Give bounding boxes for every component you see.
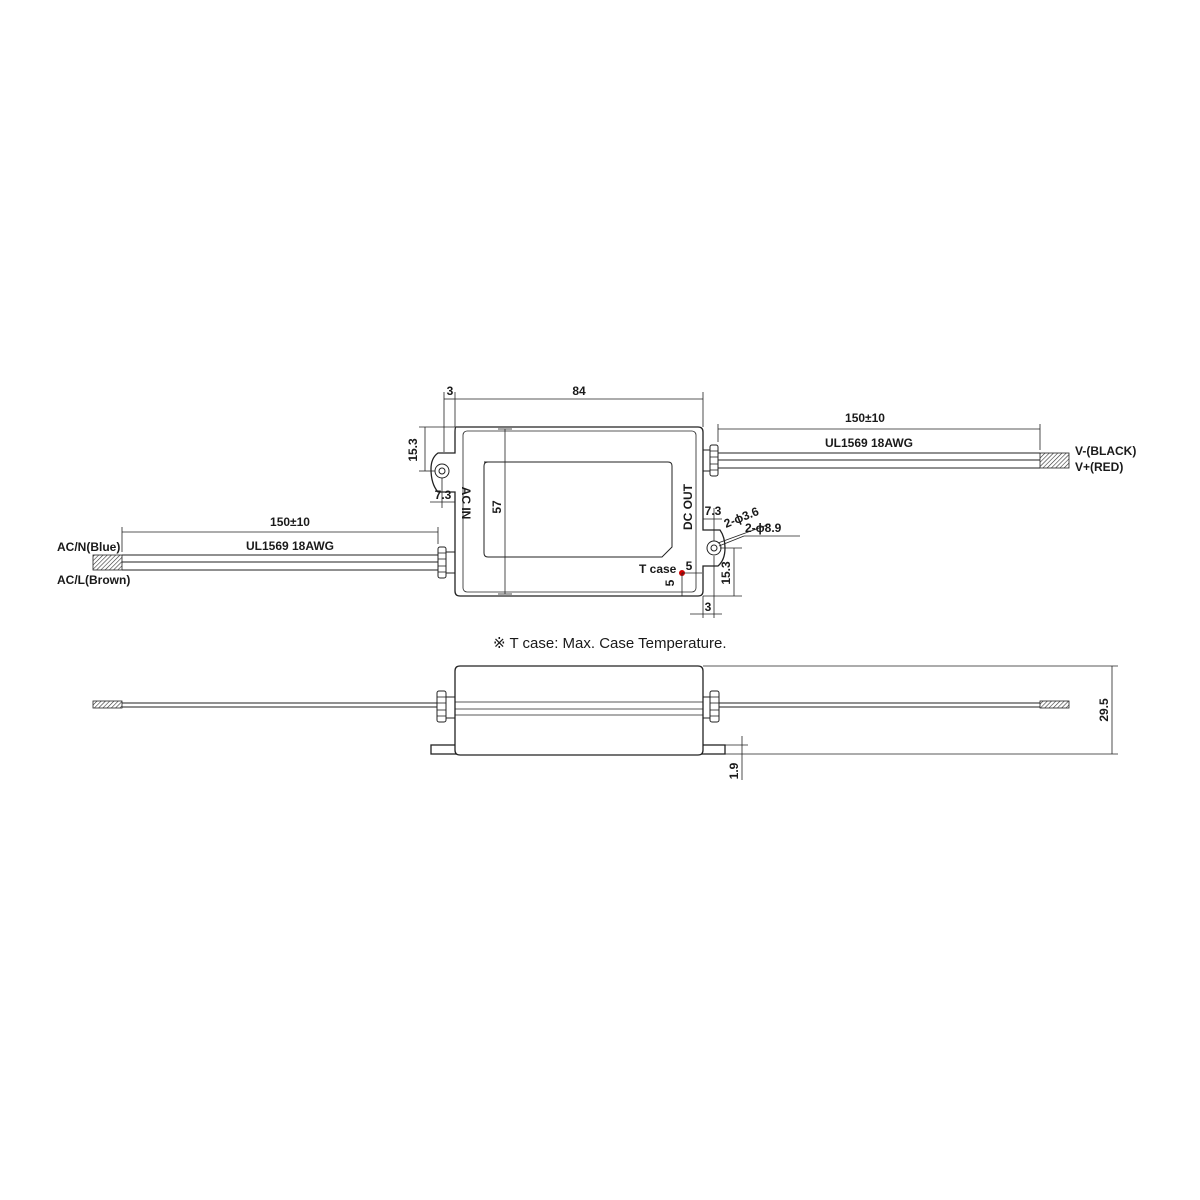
dim-flange-thickness: 1.9 bbox=[727, 762, 741, 779]
housing-rim bbox=[462, 430, 697, 593]
right-cable-spec: UL1569 18AWG bbox=[825, 436, 913, 450]
side-view: 29.5 1.9 bbox=[92, 665, 1118, 780]
dim-hole-v-left: 15.3 bbox=[406, 438, 420, 462]
side-left-strain-relief bbox=[436, 690, 447, 723]
right-cable: 150±10 UL1569 18AWG V-(BLACK) V+(RED) bbox=[702, 411, 1136, 477]
dim-flange-right: 3 bbox=[705, 600, 712, 614]
mounting-hole-left-inner bbox=[438, 467, 446, 475]
dc-out-label: DC OUT bbox=[681, 483, 695, 530]
side-right-strain-relief bbox=[709, 690, 720, 723]
right-cable-length: 150±10 bbox=[845, 411, 885, 425]
tcase-label: T case bbox=[639, 562, 677, 576]
left-cable-spec: UL1569 18AWG bbox=[246, 539, 334, 553]
left-cable: 150±10 UL1569 18AWG AC/N(Blue) AC/L(Brow… bbox=[57, 515, 456, 587]
top-view: AC IN DC OUT 57 84 3 15.3 7.3 7.3 bbox=[57, 384, 1136, 618]
dim-height: 57 bbox=[490, 500, 504, 514]
housing-outline bbox=[430, 426, 726, 597]
hole-large-spec: 2-ϕ8.9 bbox=[745, 521, 782, 535]
left-cable-length: 150±10 bbox=[270, 515, 310, 529]
dim-hole-v-right: 15.3 bbox=[719, 561, 733, 585]
right-wire-strip bbox=[1039, 452, 1070, 469]
right-wire-bottom-label: V+(RED) bbox=[1075, 460, 1123, 474]
left-wire-top-label: AC/N(Blue) bbox=[57, 540, 120, 554]
left-wire-strip bbox=[92, 554, 123, 571]
dim-total-height: 29.5 bbox=[1097, 698, 1111, 722]
side-body bbox=[454, 665, 704, 756]
dim-flange-left: 3 bbox=[447, 384, 454, 398]
left-wire-bottom-label: AC/L(Brown) bbox=[57, 573, 130, 587]
dim-hole-h-right: 7.3 bbox=[705, 504, 722, 518]
right-strain-relief bbox=[709, 444, 719, 477]
side-right-wire-strip bbox=[1039, 700, 1070, 709]
tcase-dx: 5 bbox=[686, 559, 693, 573]
right-wire-top-label: V-(BLACK) bbox=[1075, 444, 1136, 458]
left-strain-relief bbox=[437, 546, 447, 579]
mounting-hole-right-inner bbox=[710, 544, 718, 552]
tcase-dy: 5 bbox=[663, 579, 677, 586]
tcase-note: ※ T case: Max. Case Temperature. bbox=[493, 635, 727, 652]
label-window bbox=[483, 461, 673, 558]
dim-hole-h-left: 7.3 bbox=[435, 488, 452, 502]
ac-in-label: AC IN bbox=[459, 487, 473, 520]
dim-width: 84 bbox=[572, 384, 586, 398]
side-left-wire-strip bbox=[92, 700, 123, 709]
